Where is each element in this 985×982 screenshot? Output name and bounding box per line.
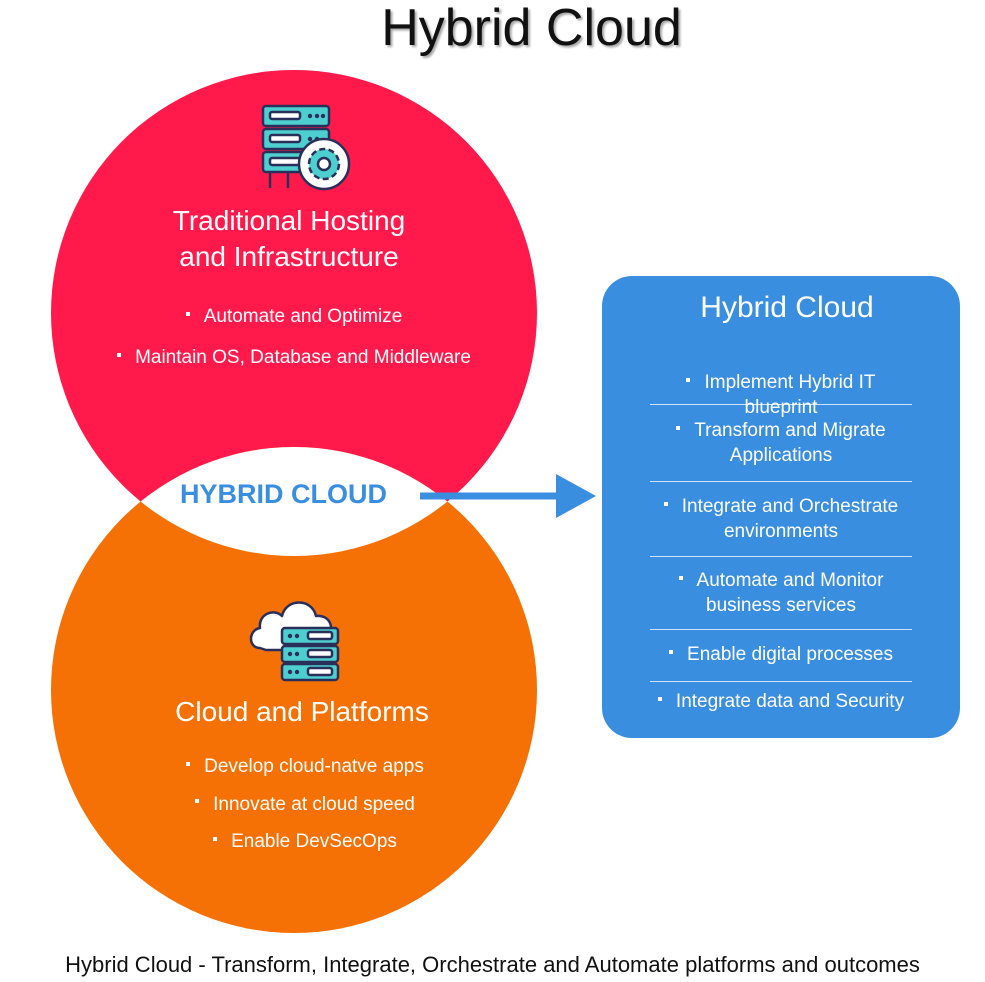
cloud-heading: Cloud and Platforms bbox=[175, 696, 429, 727]
panel-item: Enable digital processes bbox=[650, 642, 912, 667]
panel-item-text: Applications bbox=[729, 445, 833, 466]
bullet-icon bbox=[185, 311, 190, 316]
panel-item-text: business services bbox=[706, 595, 856, 616]
hybrid-cloud-panel: Hybrid Cloud Implement Hybrid IT bluepri… bbox=[602, 276, 960, 738]
divider bbox=[650, 404, 912, 405]
traditional-list: Automate and Optimize Maintain OS, Datab… bbox=[74, 296, 514, 378]
list-item: Automate and Optimize bbox=[74, 296, 514, 337]
panel-item: Transform and Migrate Applications bbox=[650, 418, 912, 468]
bullet-icon bbox=[678, 575, 683, 580]
panel-item: Integrate data and Security bbox=[650, 689, 912, 714]
page-title: Hybrid Cloud bbox=[381, 0, 682, 57]
cloud-server-icon bbox=[249, 601, 340, 682]
list-item: Innovate at cloud speed bbox=[115, 786, 495, 824]
list-item-text: Develop cloud-natve apps bbox=[204, 756, 424, 777]
bullet-icon bbox=[195, 799, 200, 804]
traditional-circle bbox=[51, 70, 537, 556]
panel-item-text: Transform and Migrate bbox=[694, 420, 886, 441]
bullet-icon bbox=[186, 761, 191, 766]
bullet-icon bbox=[663, 501, 668, 506]
list-item: Maintain OS, Database and Middleware bbox=[74, 337, 514, 378]
panel-item-text: Implement Hybrid IT blueprint bbox=[704, 372, 876, 418]
divider bbox=[650, 481, 912, 482]
list-item-text: Maintain OS, Database and Middleware bbox=[135, 347, 471, 368]
hybrid-cloud-label: HYBRID CLOUD bbox=[180, 479, 387, 509]
list-item-text: Innovate at cloud speed bbox=[213, 793, 415, 815]
divider bbox=[650, 629, 912, 630]
divider bbox=[650, 556, 912, 557]
panel-item-text: Enable digital processes bbox=[687, 644, 893, 665]
divider bbox=[650, 681, 912, 682]
bullet-icon bbox=[676, 425, 681, 430]
list-item-text: Enable DevSecOps bbox=[231, 831, 397, 852]
panel-item-text: Automate and Monitor bbox=[696, 570, 884, 591]
bullet-icon bbox=[117, 352, 122, 357]
traditional-heading-line2: and Infrastructure bbox=[179, 241, 399, 272]
arrow-icon bbox=[420, 474, 596, 518]
panel-item: Automate and Monitor business services bbox=[650, 568, 912, 618]
panel-item-text: Integrate and Orchestrate bbox=[681, 496, 899, 517]
list-item-text: Automate and Optimize bbox=[203, 306, 403, 327]
bullet-icon bbox=[686, 377, 691, 382]
list-item: Develop cloud-natve apps bbox=[115, 748, 495, 786]
bullet-icon bbox=[657, 696, 662, 701]
panel-title: Hybrid Cloud bbox=[700, 291, 874, 324]
cloud-circle bbox=[51, 447, 537, 933]
traditional-heading-line1: Traditional Hosting bbox=[172, 205, 406, 236]
figure-caption: Hybrid Cloud - Transform, Integrate, Orc… bbox=[65, 952, 920, 977]
panel-item: Implement Hybrid IT blueprint bbox=[650, 370, 912, 420]
list-item: Enable DevSecOps bbox=[115, 823, 495, 861]
cloud-list: Develop cloud-natve apps Innovate at clo… bbox=[115, 748, 495, 861]
server-gear-icon bbox=[261, 104, 351, 191]
bullet-icon bbox=[213, 836, 218, 841]
panel-item: Integrate and Orchestrate environments bbox=[650, 494, 912, 544]
traditional-heading: Traditional Hosting and Infrastructure bbox=[104, 203, 474, 275]
panel-item-text: environments bbox=[723, 521, 839, 542]
bullet-icon bbox=[669, 649, 674, 654]
panel-item-text: Integrate data and Security bbox=[675, 691, 905, 712]
